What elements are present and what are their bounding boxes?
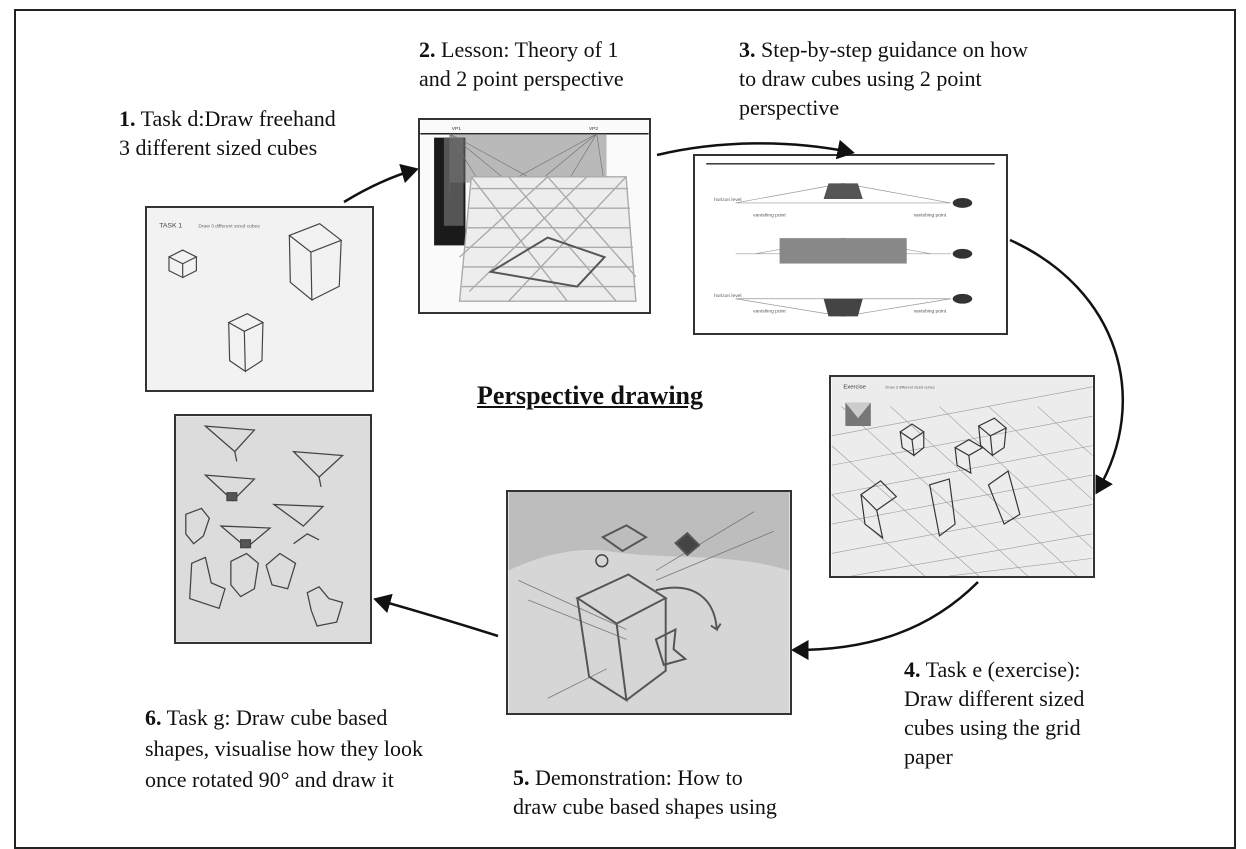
thumb-perspective-theory: VP1 VP2	[418, 118, 651, 314]
step-5-label: 5. Demonstration: How to draw cube based…	[513, 765, 777, 819]
arrow-2-to-3	[656, 139, 855, 160]
arrow-1-to-2	[343, 163, 419, 204]
svg-text:TASK 1: TASK 1	[159, 223, 182, 230]
thumb-demonstration	[506, 490, 792, 715]
svg-text:vanishing point: vanishing point	[753, 213, 786, 219]
arrow-5-to-6	[373, 593, 499, 638]
step-2-label: 2. Lesson: Theory of 1 and 2 point persp…	[419, 37, 624, 91]
svg-text:Draw 3 different sized cubes: Draw 3 different sized cubes	[886, 385, 935, 390]
svg-text:VP2: VP2	[589, 126, 599, 132]
thumb-cube-shapes	[174, 414, 372, 644]
svg-text:vanishing point: vanishing point	[914, 213, 947, 219]
thumb-freehand-cubes: TASK 1 Draw 3 different sized cubes	[145, 206, 374, 392]
svg-text:VP1: VP1	[452, 126, 462, 132]
diagram-title: Perspective drawing	[477, 381, 704, 410]
arrow-3-to-4	[1009, 238, 1125, 495]
arrow-4-to-5	[791, 581, 979, 660]
svg-text:vanishing point: vanishing point	[753, 308, 786, 314]
svg-text:horizon level: horizon level	[714, 197, 741, 203]
thumb-step-by-step: horizon level vanishing point vanishing …	[693, 154, 1008, 335]
step-4-label: 4. Task e (exercise): Draw different siz…	[904, 657, 1085, 769]
svg-text:horizon level: horizon level	[714, 293, 741, 299]
svg-text:vanishing point: vanishing point	[914, 308, 947, 314]
step-6-label: 6. Task g: Draw cube based shapes, visua…	[145, 705, 424, 792]
svg-text:Draw 3 different sized cubes: Draw 3 different sized cubes	[198, 224, 260, 230]
step-3-label: 3. Step-by-step guidance on how to draw …	[739, 37, 1028, 120]
step-1-label: 1. Task d:Draw freehand 3 different size…	[119, 106, 336, 160]
thumb-grid-exercise: Exercise Draw 3 different sized cubes	[829, 375, 1095, 578]
svg-text:Exercise: Exercise	[843, 385, 866, 391]
